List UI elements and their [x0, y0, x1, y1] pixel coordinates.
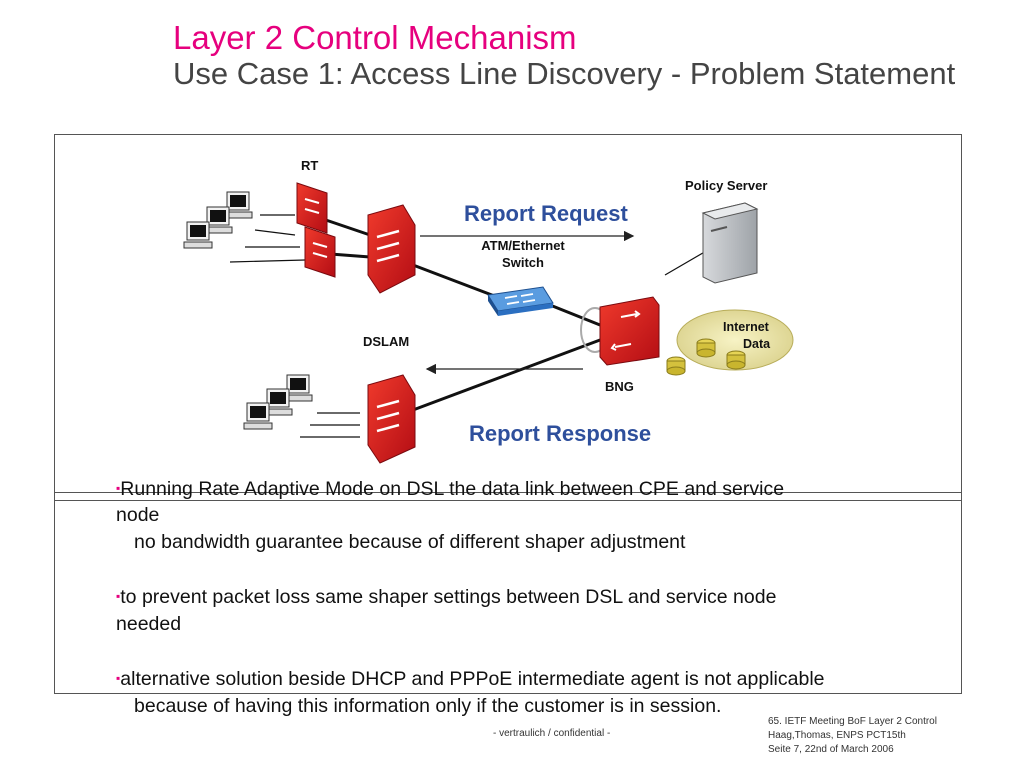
slide-title: Layer 2 Control Mechanism [173, 19, 577, 56]
bullet-item: ▪to prevent packet loss same shaper sett… [116, 583, 956, 611]
footer-meeting: 65. IETF Meeting BoF Layer 2 Control [768, 716, 937, 727]
confidential-note: - vertraulich / confidential - [493, 728, 611, 739]
bng-label: BNG [605, 379, 634, 394]
cpe-links [229, 214, 360, 438]
rt-node [296, 182, 336, 278]
bullet-2-line1: to prevent packet loss same shaper setti… [120, 586, 777, 608]
network-diagram: RT DSLAM ATM/Ethernet Switch Policy Serv… [183, 158, 794, 464]
dslam-label: DSLAM [363, 334, 409, 349]
link-switch-bng [549, 303, 601, 327]
diagram-frame [54, 134, 962, 694]
switch-label-line1: ATM/Ethernet [481, 238, 565, 253]
bullet-1-continued: node no bandwidth guarantee because of d… [116, 502, 956, 720]
rt-label: RT [301, 158, 318, 173]
report-response-label: Report Response [469, 421, 651, 446]
bullet-marker: ▪ [116, 671, 121, 685]
footer-author: Haag,Thomas, ENPS PCT15th [768, 730, 906, 741]
bullet-1-line3: no bandwidth guarantee because of differ… [134, 531, 686, 553]
footer-page: Seite 7, 22nd of March 2006 [768, 744, 894, 755]
internet-label-line2: Data [743, 337, 771, 351]
internet-routers [666, 338, 746, 376]
slide-subtitle: Use Case 1: Access Line Discovery - Prob… [173, 56, 956, 91]
link-dslam-switch [412, 263, 506, 302]
bullet-item: ▪Running Rate Adaptive Mode on DSL the d… [116, 475, 956, 503]
footer-meta: 65. IETF Meeting BoF Layer 2 Control Haa… [768, 715, 937, 757]
policy-server-icon [701, 202, 759, 284]
bng-node [580, 296, 660, 366]
cpe-computers-bottom [243, 374, 313, 430]
dslam-node-bottom [367, 374, 416, 464]
dslam-node-top [367, 204, 416, 294]
switch-node [487, 286, 554, 316]
report-request-label: Report Request [464, 201, 628, 226]
bullet-item: ▪alternative solution beside DHCP and PP… [116, 665, 956, 693]
policy-server-label: Policy Server [685, 178, 767, 193]
switch-label-line2: Switch [502, 255, 544, 270]
link-dslam2-bng [412, 338, 601, 412]
internet-label-line1: Internet [723, 320, 770, 334]
bullet-3-line2: because of having this information only … [134, 695, 722, 717]
bullet-marker: ▪ [116, 589, 121, 603]
bullet-1-line2: node [116, 504, 160, 526]
bullet-3-line1: alternative solution beside DHCP and PPP… [120, 668, 825, 690]
frame-divider [54, 492, 962, 501]
bullet-marker: ▪ [116, 481, 121, 495]
cpe-computers-top [183, 191, 253, 249]
slide-title-block: Layer 2 Control Mechanism Use Case 1: Ac… [173, 19, 993, 92]
bullet-list: ▪Running Rate Adaptive Mode on DSL the d… [116, 475, 956, 503]
bullet-1-line1: Running Rate Adaptive Mode on DSL the da… [120, 478, 785, 500]
bullet-2-line2: needed [116, 613, 182, 635]
